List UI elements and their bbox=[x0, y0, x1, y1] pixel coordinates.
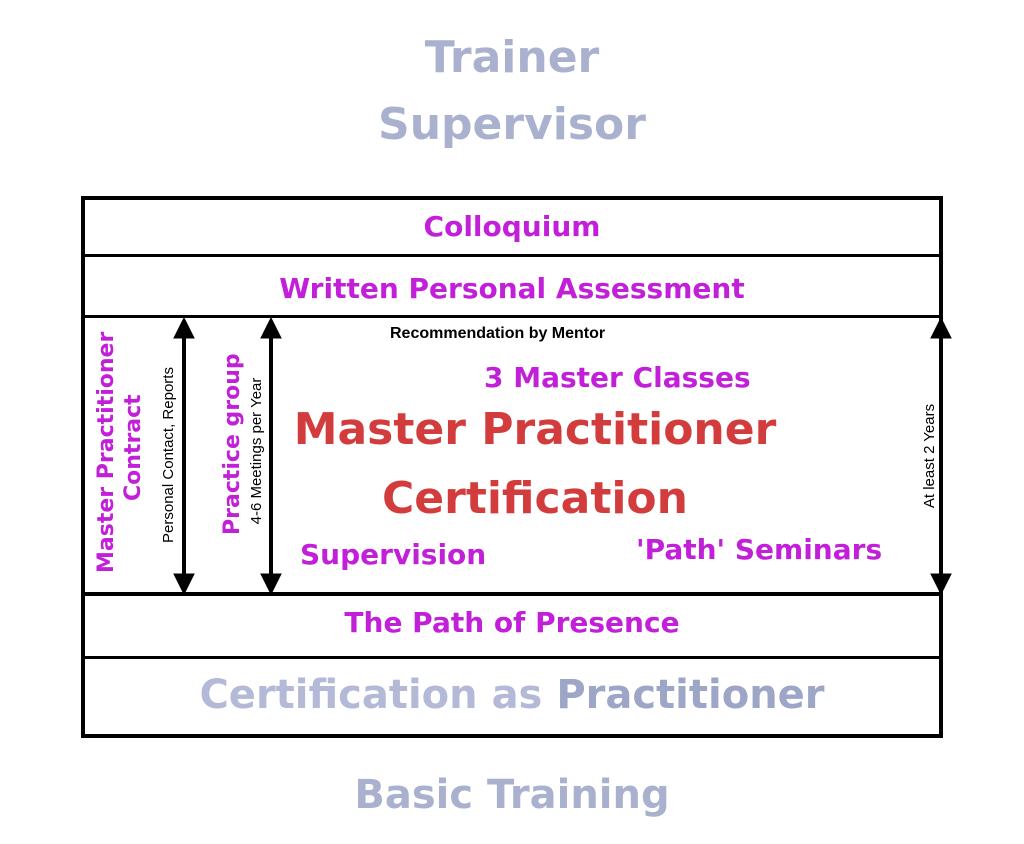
master-classes-text: 3 Master Classes bbox=[484, 361, 751, 394]
box-bottom-border bbox=[81, 734, 943, 738]
practice-arrow-head-up bbox=[260, 316, 282, 339]
certification-as-text: Certification as bbox=[199, 672, 543, 718]
header-supervisor: Supervisor bbox=[378, 99, 646, 150]
main-title-line1: Master Practitioner bbox=[293, 404, 777, 455]
divider-2 bbox=[81, 315, 943, 318]
box-top-border bbox=[81, 196, 943, 200]
row-colloquium: Colloquium bbox=[423, 210, 601, 243]
footer-basic-training: Basic Training bbox=[354, 772, 670, 818]
main-title-line2: Certification bbox=[381, 473, 688, 524]
divider-4 bbox=[81, 656, 943, 659]
supervision-text: Supervision bbox=[300, 538, 487, 571]
divider-1 bbox=[81, 254, 943, 257]
duration-arrow-head-down bbox=[930, 573, 952, 596]
box-left-border bbox=[81, 196, 85, 738]
practitioner-text: Practitioner bbox=[556, 672, 825, 718]
row-path-of-presence: The Path of Presence bbox=[344, 606, 680, 639]
divider-3 bbox=[81, 592, 943, 596]
contract-arrow-head-down bbox=[173, 573, 195, 596]
path-seminars-text: 'Path' Seminars bbox=[636, 533, 883, 566]
header-trainer: Trainer bbox=[424, 32, 600, 83]
contract-arrow-head-up bbox=[173, 316, 195, 339]
row-written-assessment: Written Personal Assessment bbox=[279, 272, 745, 305]
recommendation-text: Recommendation by Mentor bbox=[390, 325, 606, 342]
practice-arrow-head-down bbox=[260, 573, 282, 596]
duration-arrow-head-up bbox=[930, 316, 952, 339]
row-certification-practitioner: Certification as Practitioner bbox=[85, 672, 939, 718]
